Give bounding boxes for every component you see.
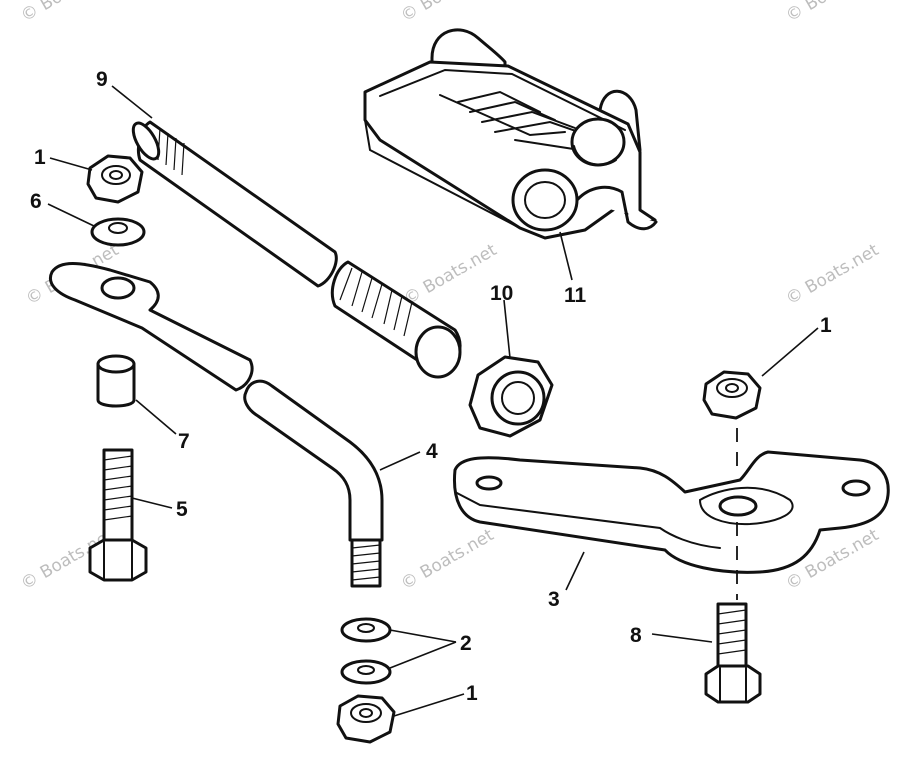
part-7-spacer [96,354,136,408]
callout-1-bottom: 1 [466,682,478,705]
part-11-bracket [363,28,658,240]
callout-2: 2 [460,632,472,655]
part-1-nut-upper-left [86,154,144,204]
callout-5: 5 [176,498,188,521]
part-6-washer [90,217,146,247]
watermark: © Boats.net [18,0,118,26]
part-1-nut-bottom [336,694,396,744]
leader-lines [47,85,819,717]
part-5-bolt [88,448,148,582]
part-9-rod [131,120,462,379]
part-10-nut [468,355,554,438]
callouts: 9 1 6 10 11 1 7 4 5 3 8 2 1 [30,68,832,705]
part-3-steering-arm [452,428,890,600]
callout-4: 4 [426,440,438,463]
watermark: © Boats.net [398,0,498,26]
watermark: © Boats.net [783,240,883,309]
part-1-nut-right [702,370,762,420]
watermark: © Boats.net [783,0,883,26]
watermark: © Boats.net [401,240,501,309]
callout-6: 6 [30,190,42,213]
callout-7: 7 [178,430,190,453]
callout-8: 8 [630,624,642,647]
callout-1-upper-left: 1 [34,146,46,169]
part-8-bolt [704,602,762,704]
callout-1-right: 1 [820,314,832,337]
callout-3: 3 [548,588,560,611]
part-4-tie-bar [49,262,384,588]
callout-11: 11 [564,284,587,307]
callout-9: 9 [96,68,108,91]
callout-10: 10 [490,282,513,305]
watermark: © Boats.net [398,525,498,594]
part-2-washers [340,617,392,685]
